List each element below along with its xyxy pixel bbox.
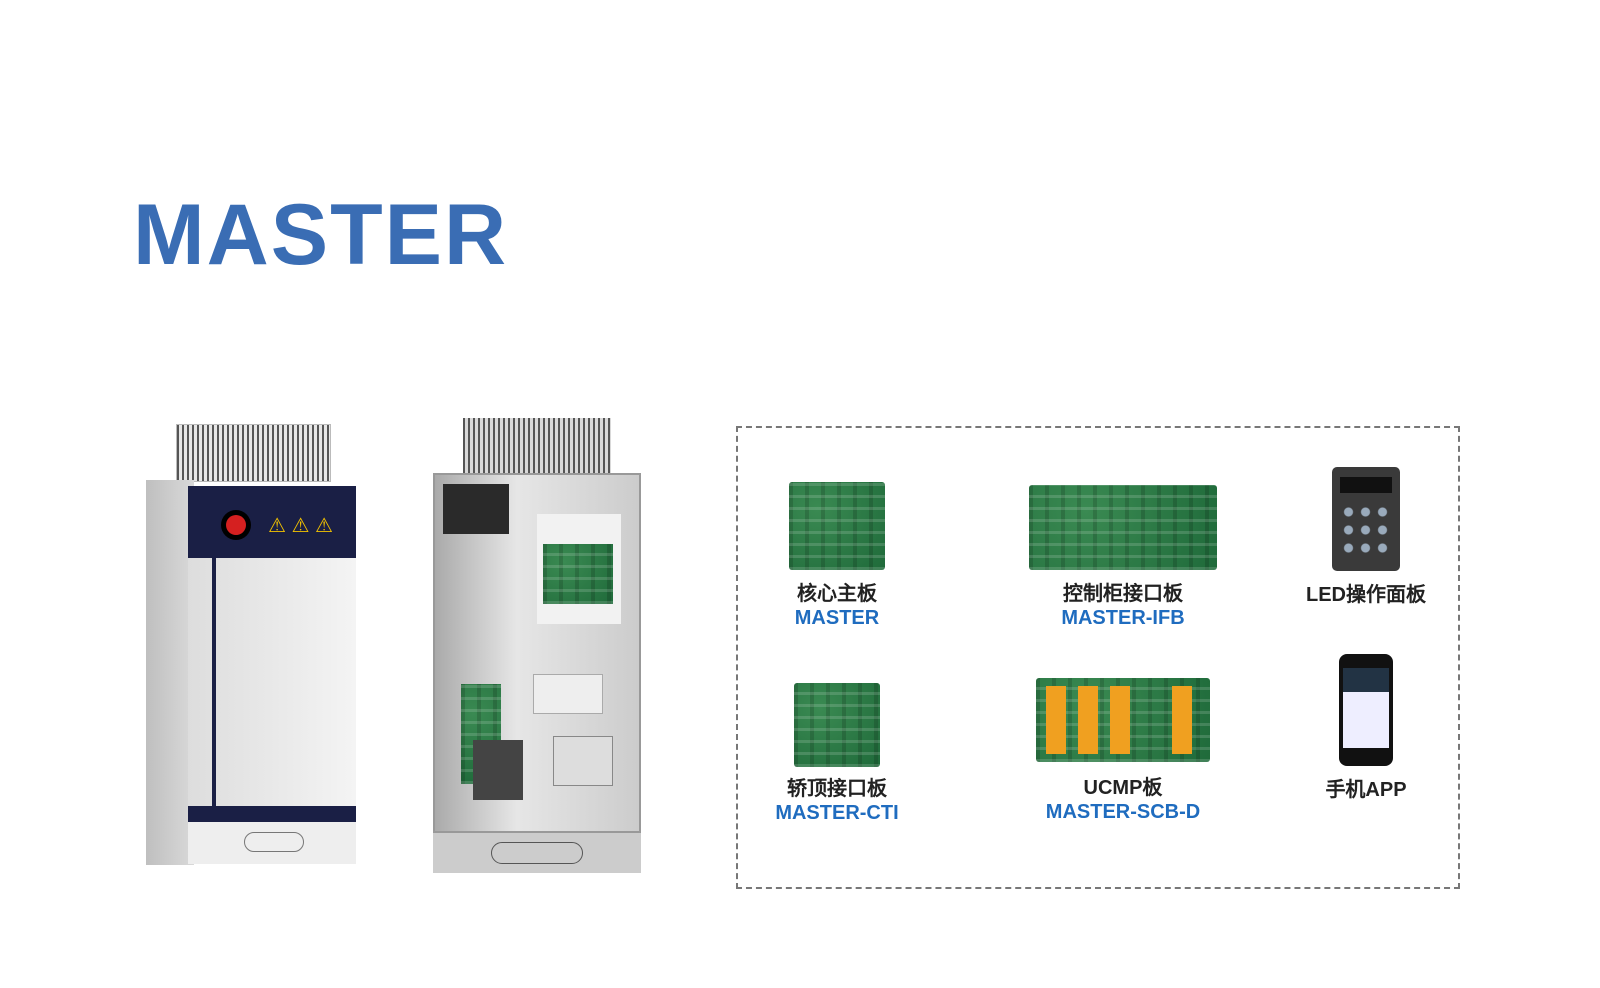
cti-board-image	[794, 683, 880, 767]
component-name: UCMP板	[1083, 777, 1163, 799]
component-name: 核心主板	[797, 583, 877, 605]
component-name: LED操作面板	[1306, 584, 1426, 606]
led-panel-image	[1332, 467, 1400, 571]
ucmp-board-image	[1036, 678, 1210, 762]
component-model: MASTER-CTI	[775, 802, 899, 824]
component-model: MASTER-SCB-D	[1045, 801, 1201, 823]
component-master: 核心主板 MASTER	[717, 482, 957, 630]
component-cti: 轿顶接口板 MASTER-CTI	[717, 683, 957, 825]
phone-image	[1339, 654, 1393, 766]
component-name: 轿顶接口板	[787, 778, 887, 800]
component-ifb: 控制柜接口板 MASTER-IFB	[1003, 485, 1243, 630]
component-ucmp: UCMP板 MASTER-SCB-D	[1003, 678, 1243, 824]
component-model: MASTER-IFB	[1061, 607, 1185, 629]
component-model: MASTER	[794, 607, 880, 629]
master-board-image	[789, 482, 885, 570]
ifb-board-image	[1029, 485, 1217, 570]
component-name: 手机APP	[1325, 779, 1407, 801]
component-name: 控制柜接口板	[1063, 583, 1183, 605]
component-led-panel: LED操作面板	[1246, 467, 1486, 607]
component-mobile-app: 手机APP	[1246, 654, 1486, 802]
closed-cabinet-image: ⚠ ⚠ ⚠	[146, 420, 358, 868]
open-cabinet-image	[433, 418, 641, 873]
page-title: MASTER	[133, 187, 509, 283]
components-panel	[736, 426, 1460, 889]
